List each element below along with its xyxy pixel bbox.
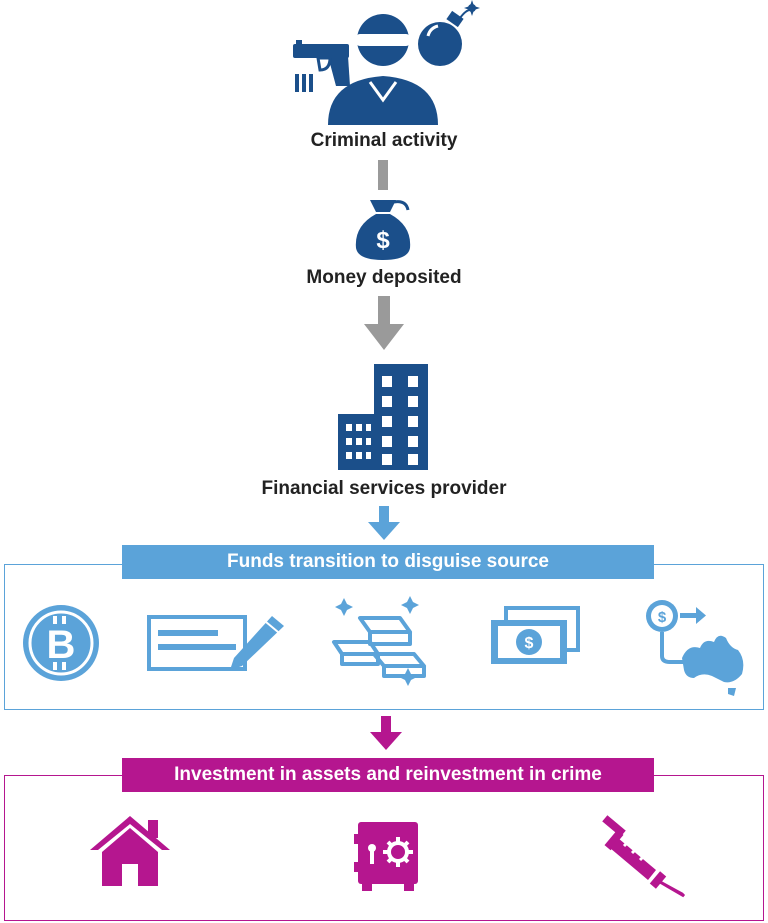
step-financial-services-provider: Financial services provider bbox=[261, 478, 507, 499]
svg-text:B: B bbox=[47, 623, 76, 667]
funds-section-title: Funds transition to disguise source bbox=[122, 545, 654, 579]
money-bag-icon: $ bbox=[355, 200, 411, 260]
safe-icon bbox=[354, 822, 418, 891]
connector-line bbox=[378, 160, 388, 190]
gray-arrow-icon bbox=[364, 296, 404, 350]
step-criminal-activity: Criminal activity bbox=[310, 130, 458, 151]
svg-text:$: $ bbox=[376, 227, 390, 254]
svg-text:$: $ bbox=[658, 609, 667, 626]
cheque-icon bbox=[147, 615, 284, 671]
gold-bars-icon bbox=[332, 596, 426, 686]
step-money-deposited: Money deposited bbox=[306, 267, 462, 288]
magenta-arrow-icon bbox=[370, 716, 402, 750]
cash-icon: $ bbox=[491, 606, 580, 664]
bitcoin-icon: B bbox=[23, 605, 99, 681]
investment-section-title: Investment in assets and reinvestment in… bbox=[122, 758, 654, 792]
house-icon bbox=[90, 816, 170, 886]
overseas-transfer-icon: $ bbox=[646, 600, 744, 696]
building-icon bbox=[338, 364, 428, 470]
svg-text:$: $ bbox=[525, 635, 534, 652]
criminal-icon bbox=[293, 0, 480, 125]
blue-arrow-icon bbox=[368, 506, 400, 540]
syringe-icon bbox=[602, 815, 686, 898]
